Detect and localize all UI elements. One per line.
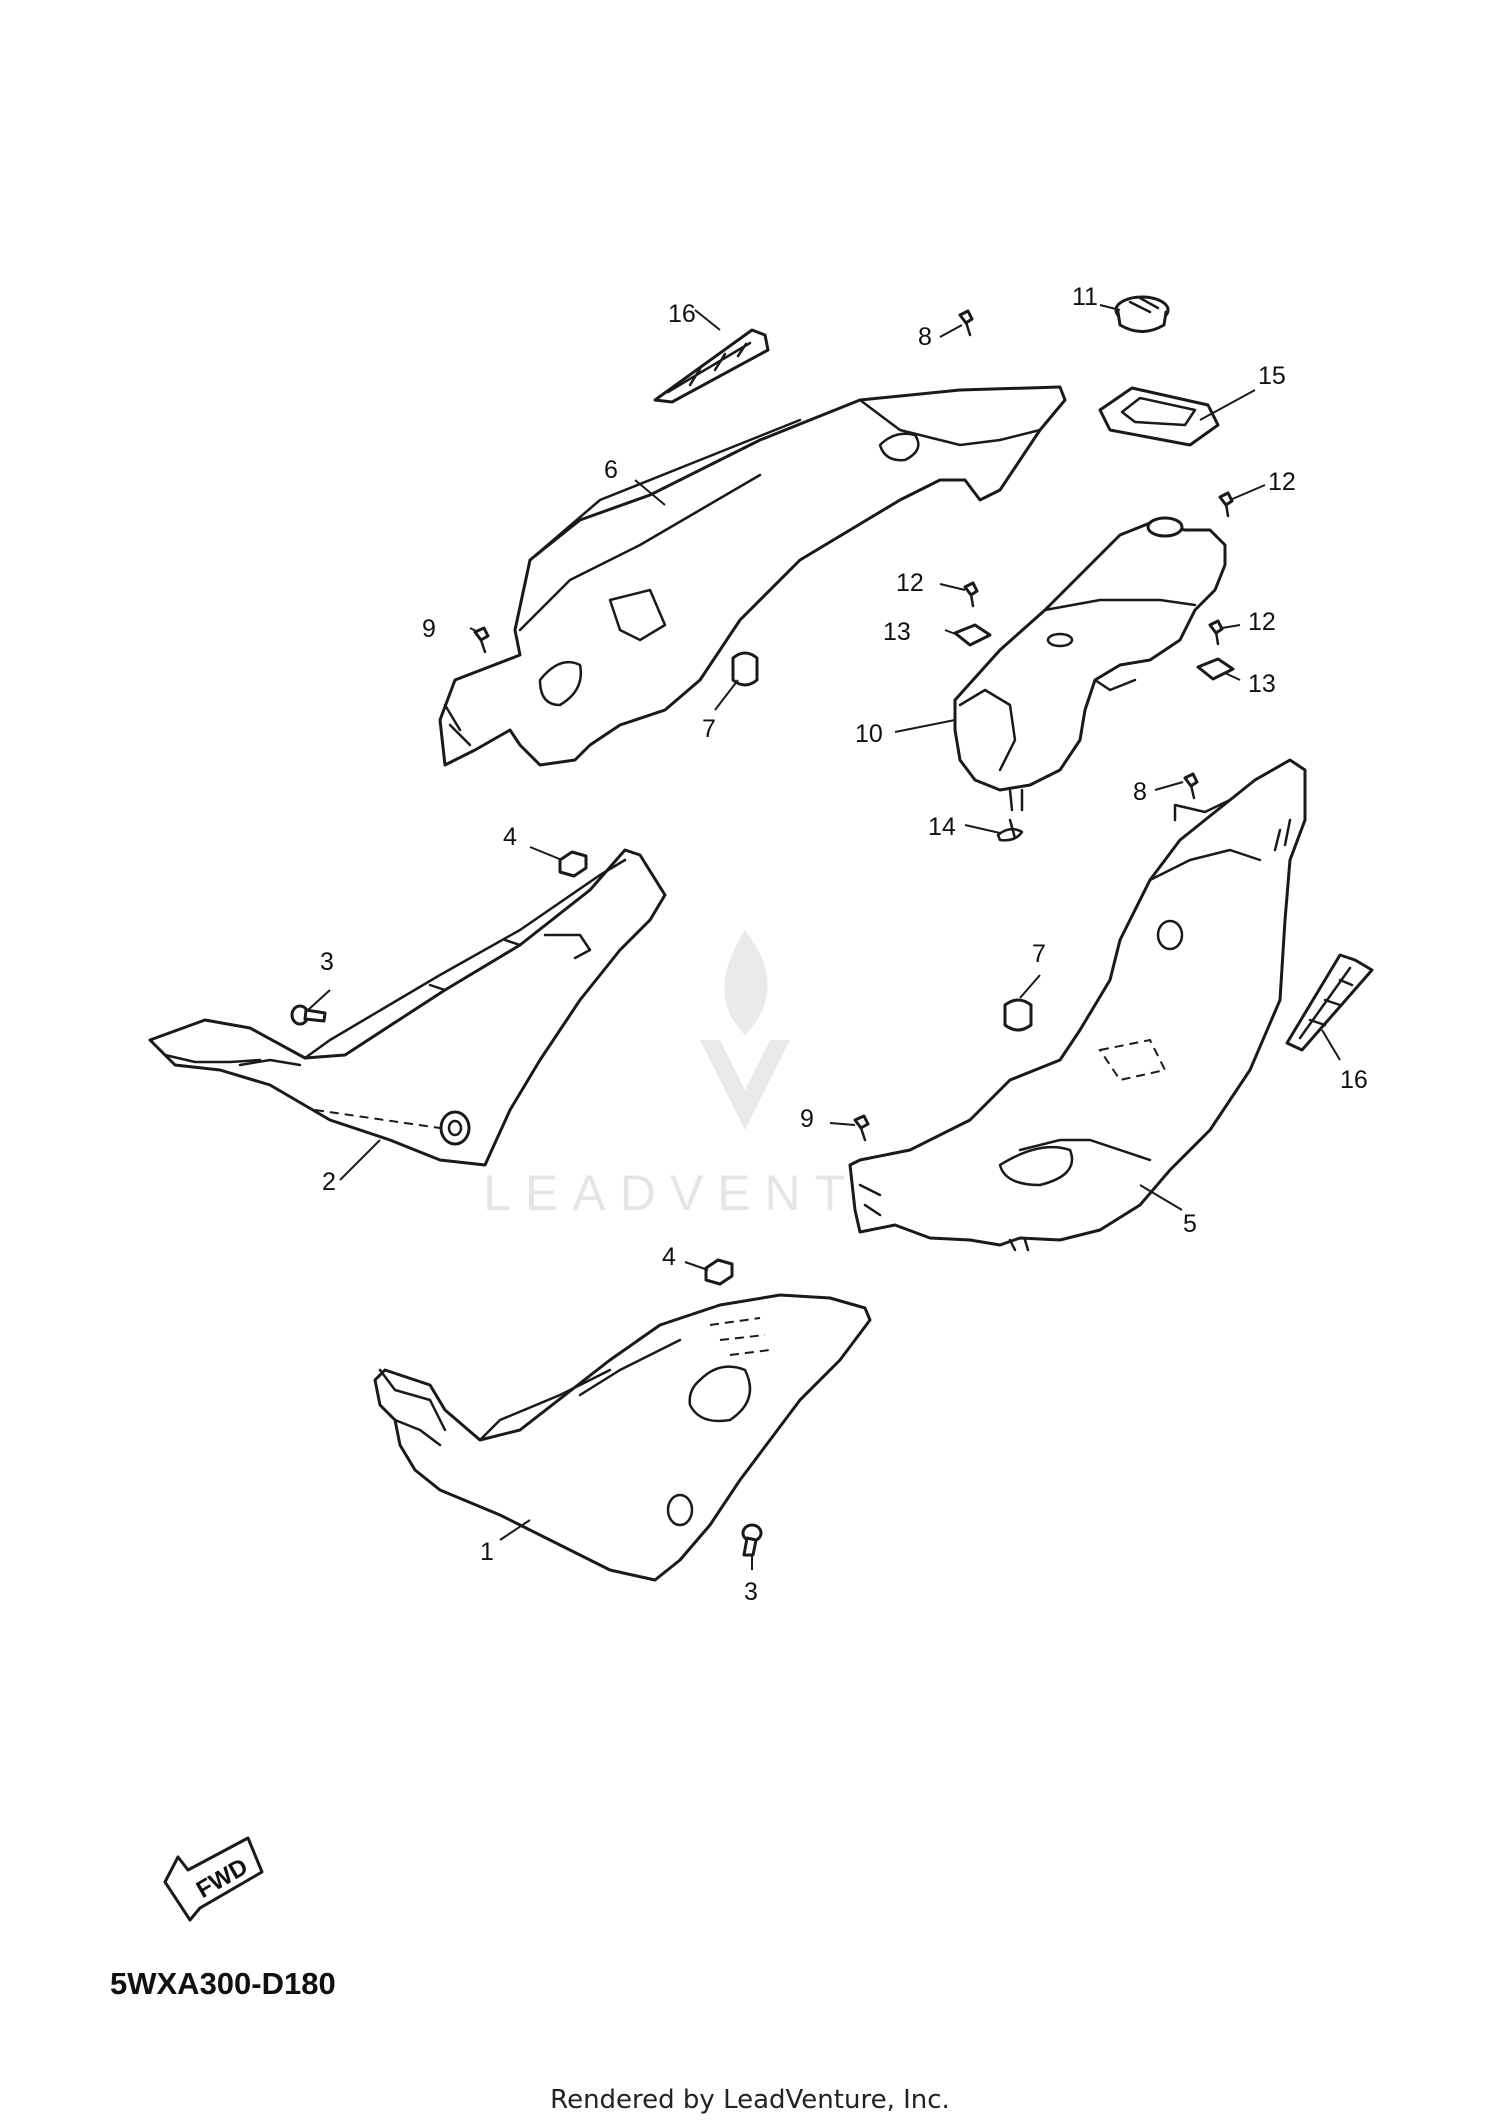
callout-4-upper: 4 — [503, 823, 517, 851]
part-2-lower-panel — [148, 848, 667, 1167]
part-7-grommet-lower — [1003, 998, 1033, 1032]
part-5-side-cover — [848, 758, 1307, 1252]
part-10-tank — [953, 516, 1227, 812]
part-12-screw-a — [1218, 491, 1234, 518]
callout-9-lower: 9 — [800, 1105, 814, 1133]
part-15-gasket — [1098, 386, 1220, 447]
part-1-lower-panel — [373, 1293, 872, 1582]
callout-15: 15 — [1258, 362, 1286, 390]
callout-10: 10 — [855, 720, 883, 748]
part-13-clip-a — [953, 623, 992, 647]
leader-lines — [307, 304, 1341, 1570]
callout-8-lower: 8 — [1133, 778, 1147, 806]
callout-13-a: 13 — [883, 618, 911, 646]
part-11-cap — [1114, 295, 1170, 333]
callout-12-b: 12 — [896, 569, 924, 597]
part-9-screw-upper — [473, 626, 490, 654]
part-8-screw-upper — [958, 309, 974, 337]
callout-16-lower: 16 — [1340, 1066, 1368, 1094]
callout-12-c: 12 — [1248, 608, 1276, 636]
callout-2: 2 — [322, 1168, 336, 1196]
watermark-flame-icon — [700, 930, 790, 1130]
part-9-screw-lower — [853, 1114, 870, 1142]
part-7-grommet-upper — [731, 651, 759, 687]
callout-9-upper: 9 — [422, 615, 436, 643]
callout-5: 5 — [1183, 1210, 1197, 1238]
callout-7-upper: 7 — [702, 715, 716, 743]
callout-4-lower: 4 — [662, 1243, 676, 1271]
part-3-bolt-upper — [290, 1004, 327, 1026]
callout-14: 14 — [928, 813, 956, 841]
part-3-bolt-lower — [741, 1523, 763, 1557]
part-12-screw-b — [963, 581, 979, 608]
callout-3-upper: 3 — [320, 948, 334, 976]
callout-12-a: 12 — [1268, 468, 1296, 496]
callout-7-lower: 7 — [1032, 940, 1046, 968]
fwd-arrow-icon: FWD — [163, 1836, 264, 1922]
diagram-code: 5WXA300-D180 — [110, 1966, 336, 2001]
part-6-side-cover — [438, 385, 1067, 767]
callout-11: 11 — [1072, 283, 1098, 311]
part-13-clip-b — [1196, 657, 1235, 681]
footer-credit: Rendered by LeadVenture, Inc. — [550, 2085, 950, 2115]
part-4-nut-upper — [558, 850, 588, 878]
part-14-clamp — [996, 818, 1024, 842]
callouts: 16 8 11 15 12 6 9 12 13 12 13 7 10 8 14 … — [320, 283, 1368, 1606]
callout-13-b: 13 — [1248, 670, 1276, 698]
part-16-decal-upper — [653, 328, 770, 404]
callout-8-upper: 8 — [918, 323, 932, 351]
callout-6: 6 — [604, 456, 618, 484]
callout-16-upper: 16 — [668, 300, 696, 328]
part-4-nut-lower — [704, 1258, 734, 1286]
callout-3-lower: 3 — [744, 1578, 758, 1606]
part-16-decal-lower — [1285, 953, 1374, 1052]
part-12-screw-c — [1208, 619, 1224, 646]
callout-1: 1 — [480, 1538, 494, 1566]
part-8-screw-lower — [1183, 772, 1199, 800]
